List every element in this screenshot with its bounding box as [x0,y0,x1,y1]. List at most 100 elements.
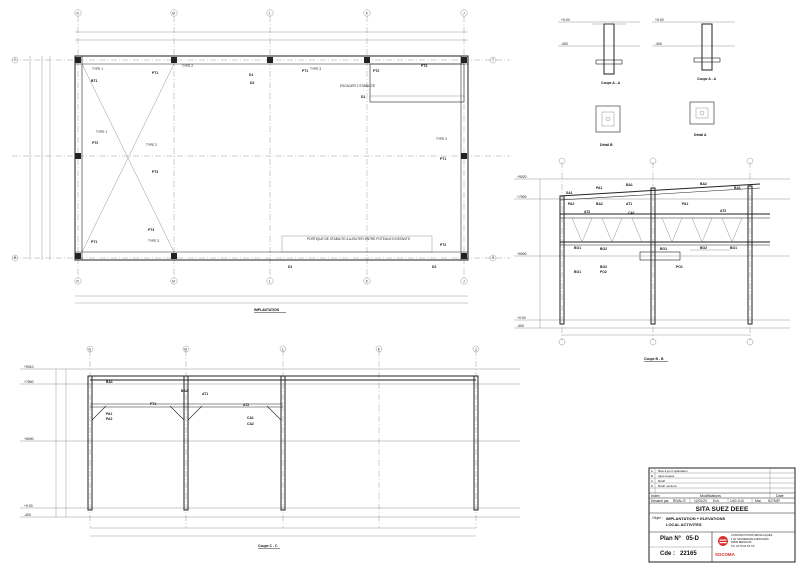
detail-aa-level-2: -400 [561,42,568,46]
rev-index-d: D [651,484,654,488]
bb-label-ca1: CA1 [628,211,635,215]
tb-index-label: Index [651,493,660,498]
tb-objet-label: Objet : [652,516,663,520]
bb-level-1: +9020 [517,175,527,179]
cc-label-ca1: CA1 [247,416,254,420]
plan-axis-m: M [172,11,175,15]
label-d1: D1 [249,73,253,77]
cc-axis-l: L [282,347,284,351]
tb-date-value: 12/01/23 [694,498,707,503]
bb-label-at1: AT1 [626,202,632,206]
section-bb: +9020 +7500 +6000 +0.00 -400 [514,157,790,362]
bb-label-bo2b: BO2 [700,246,707,250]
bb-label-bo2: BO2 [600,247,607,251]
plan-columns [75,57,467,259]
tb-company-line-3: 69530 BRIGNAIS [731,541,752,544]
detail-a2-title: Coupe A - A [697,77,717,81]
plan-axis-l: L [269,11,271,15]
bb-label-bo2d: BO2 [600,265,607,269]
bb-label-po1: PO1 [676,265,683,269]
tb-mat-value: S275JR [768,498,780,503]
tb-company-line-1: CONSTRUCTIONS METALLIQUES [731,534,773,537]
plan-note-escalier: ESCALIER 2 STABILITE [340,84,375,88]
label-pt3-b: PT3 [421,64,427,68]
bb-member-labels: SA1 PA1 BA1 BA2 BA1 PA2 BA2 AT1 PA1 AT2 … [566,182,741,274]
label-type1b: TYPE 1 [96,130,107,134]
plan-axis-j-bottom: J [463,279,465,283]
bb-level-2: +7500 [517,195,527,199]
detail-a2: +0.00 -400 Coupe A - A [652,18,735,81]
tb-cde-value: 22165 [680,551,697,557]
tb-mat-label: Mat. [755,498,762,503]
cc-level-5: -400 [24,513,31,517]
label-pt1-b: PT1 [302,69,308,73]
cc-label-ca2: CA2 [247,422,254,426]
detail-aa-title: Coupe A - A [601,81,621,85]
bb-label-ba1b: BA1 [734,186,741,190]
bb-level-5: -400 [517,324,524,328]
tb-modifications-label: Modifications [700,493,721,498]
label-type2b: TYPE 2 [146,143,157,147]
bb-label-bo1b: BO1 [660,247,667,251]
cc-member-labels: PT1 BA1 BA2 AT1 AT2 PA1 PA2 CA1 CA2 [106,380,254,426]
cc-label-pa1: PA1 [106,412,112,416]
cc-level-4: +0.00 [24,504,33,508]
section-bb-title: Coupe B - B [644,357,664,361]
cc-level-2: +7800 [24,380,34,384]
bb-label-ba2: BA2 [700,182,707,186]
rev-index-c: C [651,479,654,483]
bb-level-4: +0.00 [517,316,526,320]
tb-date-label: Date [776,493,784,498]
label-d1-c: D1 [288,265,292,269]
detail-aa-level-1: +0.00 [561,18,570,22]
label-d2: D2 [250,81,254,85]
detail-a: Détail A [689,101,715,137]
detail-b-title: Détail B [600,143,613,147]
label-pt2-c: PT2 [440,243,446,247]
tb-plan-label: Plan N° [660,536,682,542]
bb-label-bo1: BO1 [574,246,581,250]
tb-dessine-label: Dessiné par [651,498,669,503]
bb-level-3: +6000 [517,252,527,256]
bb-label-at2b: AT2 [584,210,590,214]
rev-text-b: Ajout coupes [658,474,675,478]
plan-axis-l-bottom: L [269,279,271,283]
bb-label-bo1d: BO1 [574,270,581,274]
tb-plan-value: 05-D [686,536,700,542]
detail-aa: +0.00 -400 Coupe A - A [558,18,640,85]
plan-axis-top [74,9,468,285]
tb-dessine-value: RIVAL.R [673,498,686,503]
section-cc-title: Coupe C - C [258,544,278,548]
bb-label-ba1: BA1 [626,183,633,187]
bb-label-at2: AT2 [720,209,726,213]
label-pt3: PT3 [152,170,158,174]
rev-text-d: Modif. sections [658,484,677,488]
cc-axis-k: K [378,347,381,351]
plan-axis-j: J [463,11,465,15]
label-type3: TYPE 3 [310,67,321,71]
cc-axis-n: N [89,347,92,351]
section-bb-levels [514,178,790,329]
detail-a-title: Détail A [694,133,707,137]
plan-dimensions [29,31,468,304]
plan-row-r: R [14,256,17,260]
label-pt1-c: PT1 [440,157,446,161]
bb-label-pa2: PA2 [568,202,574,206]
label-type2c: TYPE 2 [436,137,447,141]
cc-label-at1: AT1 [202,392,208,396]
plan-axis-m-bottom: M [172,279,175,283]
plan-axis-rows [11,56,510,262]
plan-note-portique: PORTIQUE DE STABILITE A AJOUTER ENTRE PO… [307,237,410,241]
plan-row-t: T [14,58,16,62]
cc-label-pa2: PA2 [106,417,112,421]
plan-row-t-right: T [492,58,494,62]
plan-axis-n: N [77,11,80,15]
tb-ech-value: 1/40 1/10 [730,498,744,503]
label-pt1-d: PT1 [91,240,97,244]
tb-project-title: SITA SUEZ DEEE [695,506,749,513]
tb-ech-label: Ech. [713,498,720,503]
plan-member-labels: TYPE 1 TYPE 1 TYPE 2 TYPE 2 TYPE 3 TYPE … [91,64,447,269]
cc-label-at2: AT2 [243,403,249,407]
plan-axis-n-bottom: N [77,279,80,283]
